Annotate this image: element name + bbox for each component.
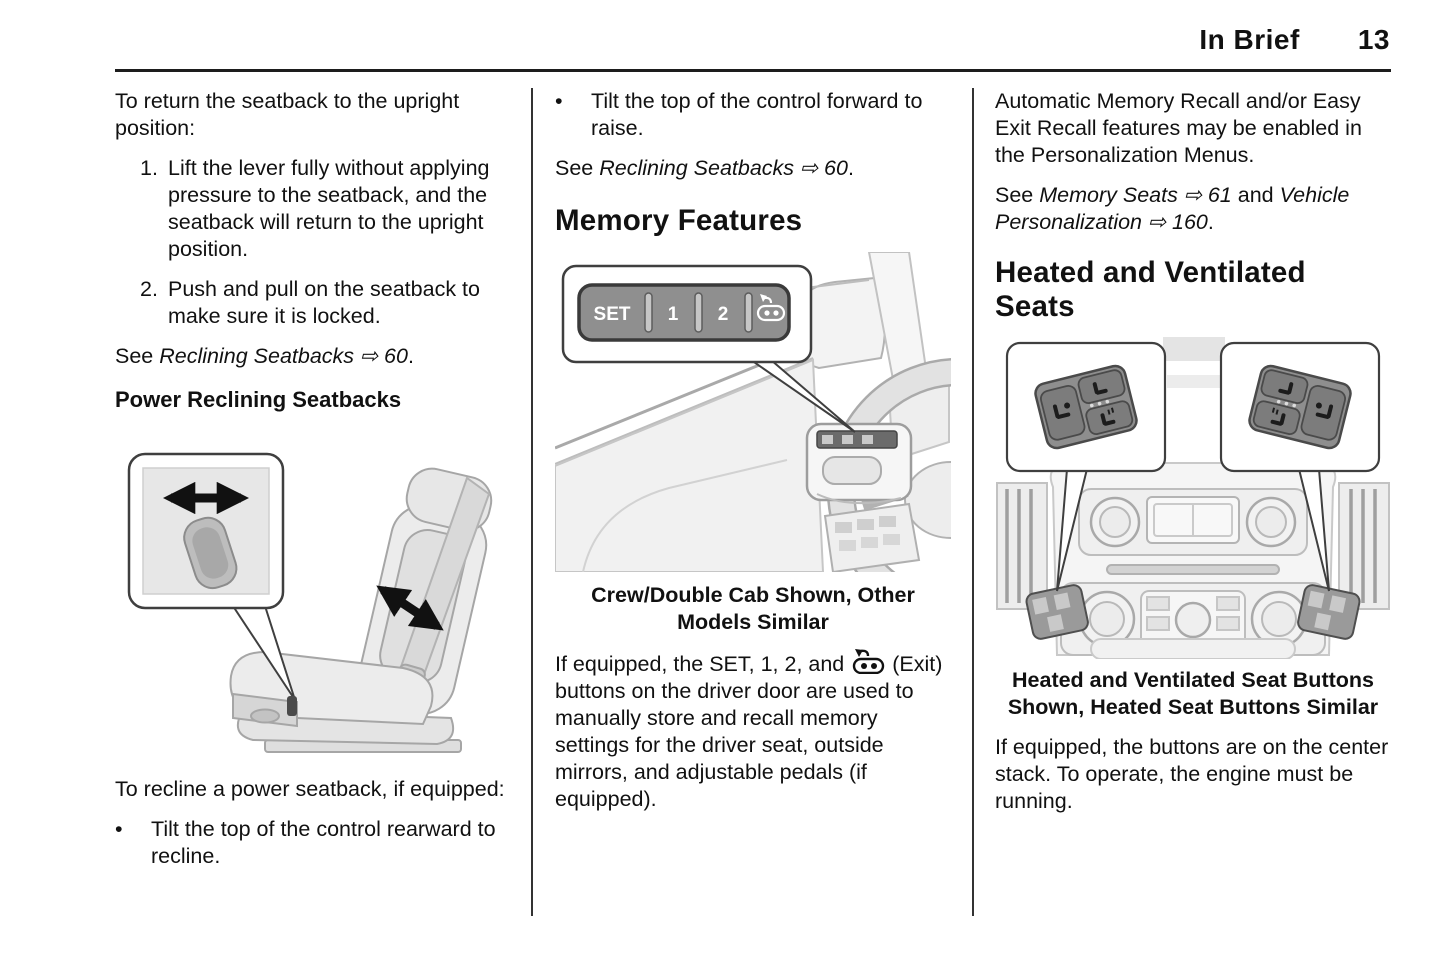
recline-control-callout xyxy=(127,452,285,609)
see-label: See xyxy=(995,183,1034,207)
bullet-marker: • xyxy=(115,816,123,841)
reference-title: Reclining Seatbacks xyxy=(599,156,795,180)
intro-paragraph: To return the seatback to the upright po… xyxy=(115,89,460,140)
paragraph-text: (Exit) buttons on the driver door are us… xyxy=(555,651,943,811)
period: . xyxy=(407,344,414,368)
section-title: In Brief xyxy=(1199,24,1300,55)
see-label: See xyxy=(115,344,154,368)
reference-page: 60 xyxy=(824,156,848,180)
center-stack-art xyxy=(1049,337,1337,660)
cross-reference: See Reclining Seatbacks ⇨ 60. xyxy=(115,343,509,370)
column-3: Automatic Memory Recall and/or Easy Exit… xyxy=(995,88,1391,828)
door-memory-strip xyxy=(816,429,898,449)
step-number: 1. xyxy=(140,156,158,180)
reference-title: Memory Seats xyxy=(1039,183,1178,207)
see-label: See xyxy=(555,156,594,180)
cross-reference: See Reclining Seatbacks ⇨ 60. xyxy=(555,155,951,182)
reference-page: 60 xyxy=(384,344,408,368)
seat-side-control xyxy=(287,695,297,716)
column-1: To return the seatback to the upright po… xyxy=(115,88,509,883)
memory-buttons-illustration: SET 1 2 xyxy=(555,251,951,572)
memory-button-strip xyxy=(577,282,791,342)
memory-1-button-label: 1 xyxy=(668,304,679,325)
bullet-marker: • xyxy=(555,89,563,113)
page-header: In Brief 13 xyxy=(1199,24,1390,56)
period: . xyxy=(847,156,854,180)
reference-arrow-icon: ⇨ xyxy=(360,344,379,368)
step-text: Lift the lever fully without applying pr… xyxy=(168,156,490,261)
list-item: 1. Lift the lever fully without applying… xyxy=(115,155,509,263)
numbered-steps: 1. Lift the lever fully without applying… xyxy=(115,155,509,330)
bullet-text: Tilt the top of the control rearward to … xyxy=(151,816,496,868)
outro-paragraph: To recline a power seatback, if equipped… xyxy=(115,776,505,801)
heading-memory-features: Memory Features xyxy=(555,204,803,237)
list-item: • Tilt the top of the control forward to… xyxy=(555,88,951,142)
heading-heated-ventilated-seats: Heated and Ventilated Seats xyxy=(995,256,1306,323)
exit-seat-icon xyxy=(756,293,786,321)
recline-control-knob xyxy=(183,516,238,589)
reference-page: 160 xyxy=(1172,210,1208,234)
cross-reference: See Memory Seats ⇨ 61 and Vehicle Person… xyxy=(995,182,1391,236)
left-seat-buttons-small xyxy=(1025,584,1089,641)
memory-button-callout: SET 1 2 xyxy=(561,264,813,363)
page-number: 13 xyxy=(1357,24,1390,55)
period: . xyxy=(1207,210,1214,234)
seatbelt-adjust-arrow-icon xyxy=(376,585,444,631)
memory-recall-paragraph: Automatic Memory Recall and/or Easy Exit… xyxy=(995,89,1362,167)
memory-2-button-label: 2 xyxy=(718,304,729,325)
list-item: • Tilt the top of the control rearward t… xyxy=(115,816,509,870)
list-item: 2. Push and pull on the seatback to make… xyxy=(115,276,509,330)
header-rule xyxy=(115,69,1391,72)
right-seat-buttons-small xyxy=(1297,584,1361,641)
paragraph-text: If equipped, the SET, 1, 2, and xyxy=(555,651,845,676)
right-heated-seat-callout xyxy=(1219,342,1381,473)
heated-seats-paragraph: If equipped, the buttons are on the cent… xyxy=(995,735,1389,814)
column-2: • Tilt the top of the control forward to… xyxy=(555,88,951,826)
memory-paragraph: If equipped, the SET, 1, 2, and (Exit) b… xyxy=(555,648,951,813)
door-armrest-art xyxy=(805,422,921,572)
illustration-caption: Crew/Double Cab Shown, Other Models Simi… xyxy=(591,582,915,634)
reference-page: 61 xyxy=(1207,183,1232,207)
subheading-power-reclining: Power Reclining Seatbacks xyxy=(115,387,402,412)
set-button-label: SET xyxy=(594,304,631,325)
reference-arrow-icon: ⇨ xyxy=(800,156,819,180)
reference-arrow-icon: ⇨ xyxy=(1148,210,1167,234)
step-text: Push and pull on the seatback to make su… xyxy=(168,277,480,328)
column-divider-1 xyxy=(531,88,533,916)
left-heated-seat-callout xyxy=(1005,342,1167,473)
step-number: 2. xyxy=(140,277,158,301)
exit-seat-icon xyxy=(853,648,885,674)
column-divider-2 xyxy=(972,88,974,916)
bullet-text: Tilt the top of the control forward to r… xyxy=(591,89,923,140)
reference-title: Reclining Seatbacks xyxy=(159,344,355,368)
reference-title: Vehicle Personalization xyxy=(995,183,1350,234)
reference-arrow-icon: ⇨ xyxy=(1183,183,1202,207)
illustration-caption: Heated and Ventilated Seat Buttons Shown… xyxy=(1007,668,1379,720)
heated-seat-buttons-illustration xyxy=(996,337,1390,660)
and-label: and xyxy=(1237,183,1274,207)
power-seat-illustration xyxy=(127,452,493,753)
dash-vents-art xyxy=(996,482,1390,611)
